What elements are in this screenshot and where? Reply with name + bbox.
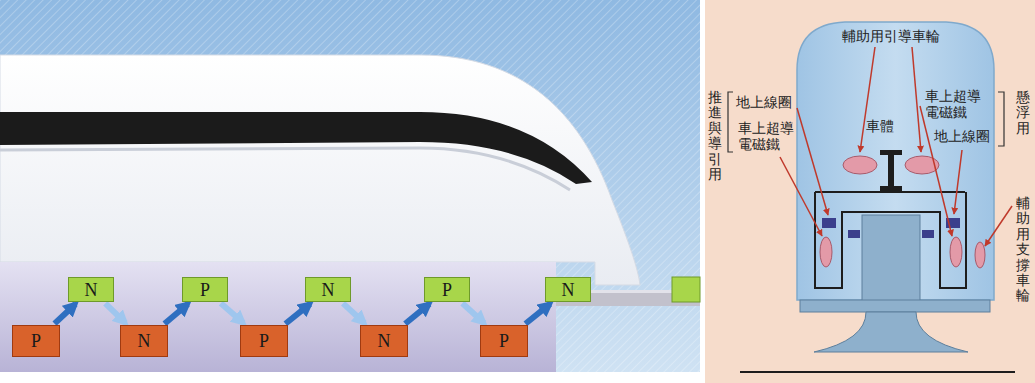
sky xyxy=(0,0,700,372)
pole-letter: N xyxy=(138,332,151,350)
train-body xyxy=(0,55,640,285)
part-label: 車上超導 電磁鐵 xyxy=(738,120,796,152)
leader-line xyxy=(780,157,822,236)
part-label: 車上超導 電磁鐵 xyxy=(925,88,983,120)
leader-line xyxy=(860,47,875,152)
leader-line xyxy=(985,206,1012,246)
magnet-partial xyxy=(672,277,700,302)
panel-ground xyxy=(705,0,1035,383)
support-wheel xyxy=(975,242,985,268)
group-label: 推進與導引用 xyxy=(708,90,722,182)
leader-line xyxy=(954,150,962,214)
pier xyxy=(814,312,968,352)
sc-magnet xyxy=(820,237,832,267)
flux-arrow xyxy=(405,304,429,324)
train-magnet: N xyxy=(305,277,351,302)
flux-arrow xyxy=(343,303,364,323)
sc-magnet xyxy=(950,237,962,267)
flux-arrow xyxy=(164,304,187,324)
bracket xyxy=(998,92,1004,146)
part-label: 車體 xyxy=(866,118,894,134)
flux-arrow xyxy=(462,303,484,323)
track-magnet: P xyxy=(12,325,60,357)
train-magnet: N xyxy=(68,277,114,302)
guideway-base xyxy=(800,300,990,312)
guide-wheel xyxy=(843,156,877,174)
body-line xyxy=(0,148,570,190)
flux-arrow xyxy=(105,303,125,323)
pole-letter: P xyxy=(499,332,509,350)
flux-arrow xyxy=(525,304,550,324)
pole-letter: P xyxy=(442,281,452,299)
part-label: 地上線圈 xyxy=(736,94,792,110)
guideway-column xyxy=(862,215,920,301)
pole-letter: N xyxy=(322,281,335,299)
flux-arrow xyxy=(55,304,76,324)
bracket xyxy=(728,92,733,152)
ground-coil xyxy=(922,230,934,238)
part-label: 輔助用引導車輪 xyxy=(842,28,940,44)
pole-letter: P xyxy=(31,332,41,350)
guide-rail xyxy=(880,150,902,192)
pole-letter: N xyxy=(85,281,98,299)
train-magnet: P xyxy=(424,277,470,302)
guideway-wall xyxy=(0,262,556,372)
group-label: 輔助用支撐車輪 xyxy=(1016,196,1030,304)
pole-letter: P xyxy=(259,332,269,350)
track-magnet: P xyxy=(480,325,528,357)
part-label: 地上線圈 xyxy=(934,128,990,144)
track-magnet: N xyxy=(360,325,408,357)
pole-letter: N xyxy=(378,332,391,350)
pole-letter: P xyxy=(200,281,210,299)
ground-line xyxy=(740,371,1015,373)
train-magnet: N xyxy=(545,277,591,302)
flux-arrow xyxy=(221,303,244,323)
flux-arrow xyxy=(285,304,310,324)
leader-line xyxy=(912,47,921,152)
track-magnet: P xyxy=(240,325,288,357)
leader-line xyxy=(920,106,952,236)
ground-coil xyxy=(848,230,860,238)
car-body xyxy=(797,22,994,300)
train-magnet: P xyxy=(182,277,228,302)
ground-coil xyxy=(822,218,836,228)
pole-letter: N xyxy=(562,281,575,299)
group-label: 懸浮用 xyxy=(1016,90,1030,136)
sky-hatch xyxy=(0,0,700,372)
track-magnet: N xyxy=(120,325,168,357)
